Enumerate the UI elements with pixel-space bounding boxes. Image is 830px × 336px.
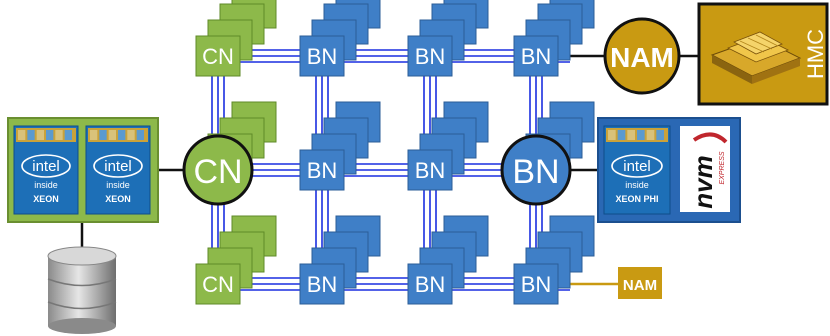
bn-circle[interactable]: BN — [500, 134, 572, 206]
hmc-panel[interactable]: HMC — [697, 2, 829, 106]
bn-node-stack[interactable]: BN — [407, 101, 489, 191]
bn-node-stack[interactable]: BN — [299, 215, 381, 305]
bn-node-label: BN — [307, 272, 338, 297]
bn-node-stack[interactable]: BN — [299, 0, 381, 77]
bn-node-stack[interactable]: BN — [407, 215, 489, 305]
bn-node-stack[interactable]: BN — [513, 0, 595, 77]
intel-inside-text: inside — [106, 180, 130, 190]
hmc-chip-icon — [710, 31, 802, 84]
cn-circle[interactable]: CN — [182, 134, 254, 206]
xeon-model-text: XEON PHI — [615, 194, 658, 204]
cn-node-stack[interactable]: CN — [195, 215, 277, 305]
intel-logo-icon: intel — [21, 154, 71, 178]
intel-brand-text: intel — [623, 158, 651, 175]
bn-node-label: BN — [521, 44, 552, 69]
bn-node — [407, 35, 453, 77]
bn-node-label: BN — [415, 272, 446, 297]
bn-node-label: BN — [307, 44, 338, 69]
bn-node-stack[interactable]: BN — [299, 101, 381, 191]
xeon-model-text: XEON — [33, 194, 59, 204]
bn-node — [299, 263, 345, 305]
bn-node — [299, 35, 345, 77]
bn-node — [513, 263, 559, 305]
intel-brand-text: intel — [104, 158, 132, 175]
intel-logo-icon: intel — [93, 154, 143, 178]
nvm-logo-title: nvm — [688, 155, 718, 208]
xeon-model-text: XEON — [105, 194, 131, 204]
cpu-die-icon — [606, 128, 668, 142]
bn-node-stack[interactable]: BN — [513, 215, 595, 305]
nvm-logo-subtitle: EXPRESS — [719, 151, 726, 184]
bn-node — [407, 149, 453, 191]
cn-circle-label: CN — [193, 153, 242, 191]
intel-inside-text: inside — [625, 180, 649, 190]
cpu-die-icon — [16, 128, 76, 142]
intel-logo-icon: intel — [611, 154, 663, 178]
nam-circle[interactable]: NAM — [603, 17, 681, 95]
nam-box[interactable]: NAM — [618, 267, 662, 299]
bn-node — [299, 149, 345, 191]
bn-node-label: BN — [415, 44, 446, 69]
attachment-links — [80, 54, 700, 248]
database-icon[interactable] — [47, 246, 117, 334]
bn-node-label: BN — [307, 158, 338, 183]
cn-node — [195, 263, 241, 305]
cpu-die-icon — [88, 128, 148, 142]
cn-node-label: CN — [202, 44, 234, 69]
bn-node-label: BN — [415, 158, 446, 183]
bn-node-stack[interactable]: BN — [407, 0, 489, 77]
intel-inside-text: inside — [34, 180, 58, 190]
bn-node-label: BN — [521, 272, 552, 297]
nam-circle-label: NAM — [610, 42, 674, 73]
cn-node-label: CN — [202, 272, 234, 297]
cn-node-stack[interactable]: CN — [195, 0, 277, 77]
nvm-express-logo-icon: nvm EXPRESS — [680, 126, 730, 212]
cn-node — [195, 35, 241, 77]
bn-circle-label: BN — [512, 153, 559, 191]
hmc-label: HMC — [803, 29, 828, 79]
nam-box-label: NAM — [623, 277, 657, 294]
bn-node — [513, 35, 559, 77]
intel-brand-text: intel — [32, 158, 60, 175]
bn-node — [407, 263, 453, 305]
